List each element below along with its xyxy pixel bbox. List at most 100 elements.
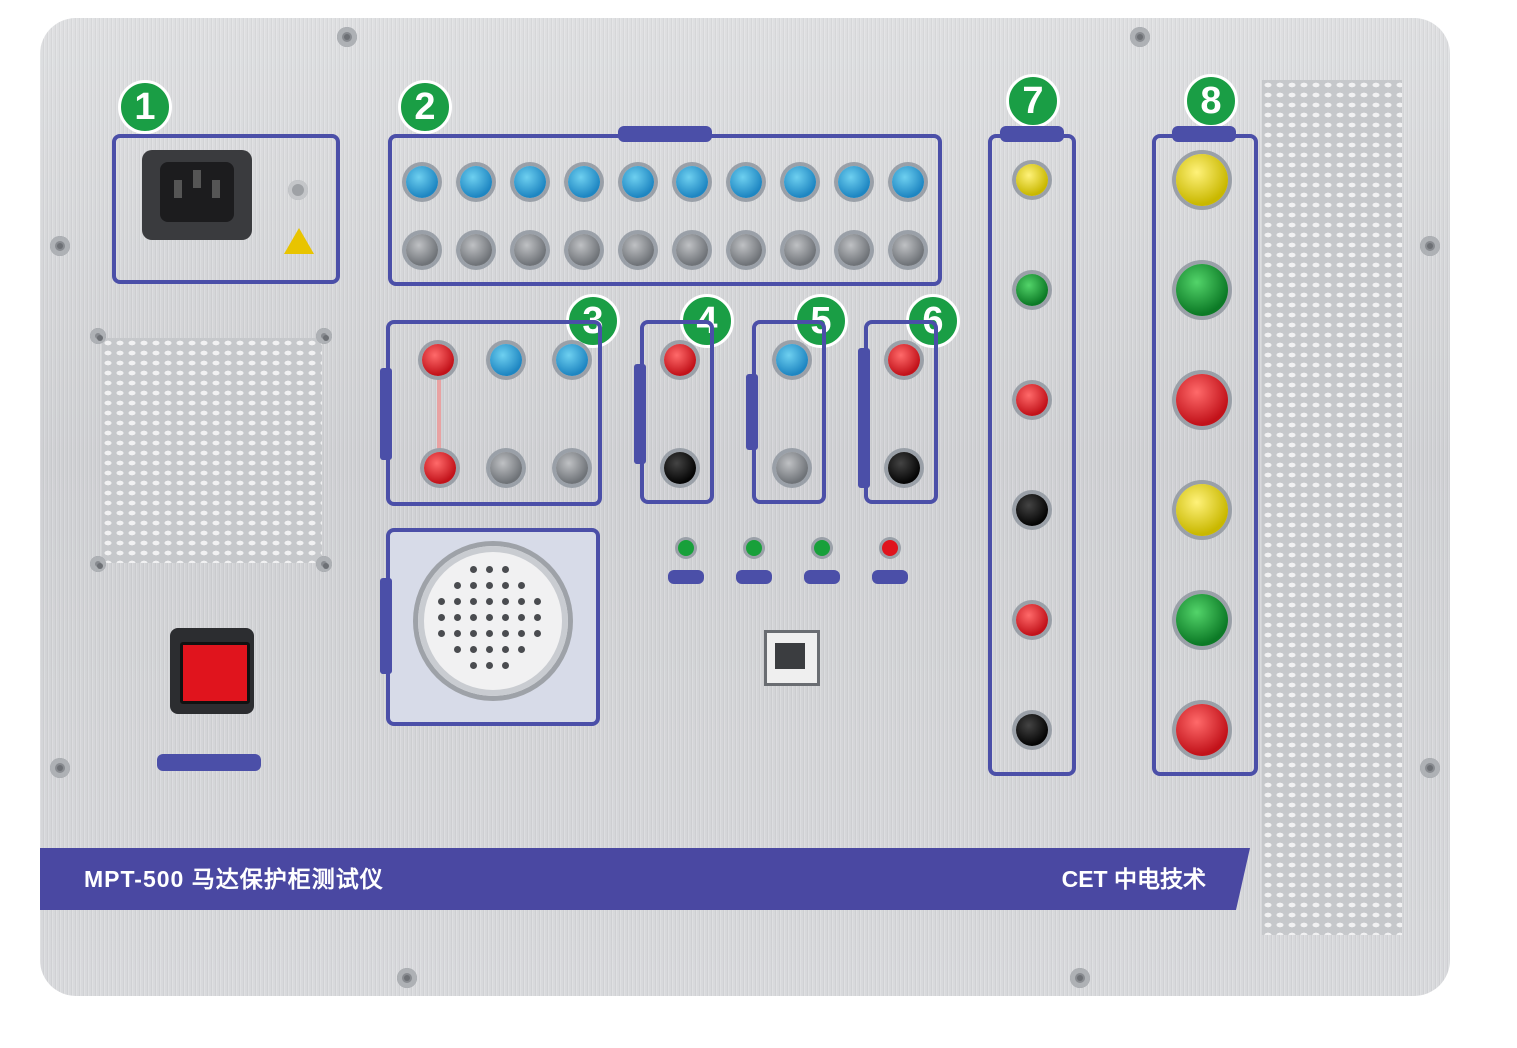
output-terminal[interactable] xyxy=(776,344,808,376)
binary-input-terminal[interactable] xyxy=(406,166,438,198)
connector-pin xyxy=(534,630,541,637)
connector-pin xyxy=(454,614,461,621)
connector-pin xyxy=(470,598,477,605)
binary-input-terminal[interactable] xyxy=(622,166,654,198)
ua-terminal[interactable] xyxy=(1016,164,1048,196)
screw-icon xyxy=(397,968,417,988)
section-header-strip xyxy=(1000,126,1064,142)
screw-icon xyxy=(1420,758,1440,778)
status-led xyxy=(882,540,898,556)
side-label-strip xyxy=(634,364,646,464)
vent-grille xyxy=(1262,80,1402,935)
connector-pin xyxy=(470,582,477,589)
section-badge-1: 1 xyxy=(118,80,172,134)
connector-pin xyxy=(470,662,477,669)
section-badge-8: 8 xyxy=(1184,74,1238,128)
aux-terminal[interactable] xyxy=(1016,604,1048,636)
screw-icon xyxy=(337,27,357,47)
input-terminal[interactable] xyxy=(556,452,588,484)
aux-neutral-terminal[interactable] xyxy=(1016,714,1048,746)
ethernet-port[interactable] xyxy=(764,630,820,686)
binary-input-terminal[interactable] xyxy=(514,166,546,198)
connector-pin xyxy=(486,566,493,573)
binary-output-terminal[interactable] xyxy=(730,234,762,266)
connector-pin xyxy=(454,598,461,605)
brand-logo: CET 中电技术 xyxy=(1061,866,1206,892)
connector-pin xyxy=(502,598,509,605)
tester-front-panel: 1 2 3 4 xyxy=(40,18,1450,996)
multi-pin-connector[interactable] xyxy=(418,546,568,696)
power-switch[interactable] xyxy=(170,628,254,714)
section-header-strip xyxy=(1172,126,1236,142)
binary-output-terminal[interactable] xyxy=(676,234,708,266)
connector-pin xyxy=(518,582,525,589)
section-current-output xyxy=(1152,126,1258,776)
binary-input-terminal[interactable] xyxy=(892,166,924,198)
un-terminal[interactable] xyxy=(1016,494,1048,526)
ia-terminal[interactable] xyxy=(1176,154,1228,206)
ac-power-socket[interactable] xyxy=(142,150,252,240)
side-label-strip xyxy=(746,374,758,450)
positive-terminal[interactable] xyxy=(664,344,696,376)
binary-input-terminal[interactable] xyxy=(730,166,762,198)
connector-pin xyxy=(438,614,445,621)
binary-output-terminal[interactable] xyxy=(838,234,870,266)
input-terminal[interactable] xyxy=(556,344,588,376)
screw-icon xyxy=(1420,236,1440,256)
binary-output-terminal[interactable] xyxy=(622,234,654,266)
binary-output-terminal[interactable] xyxy=(784,234,816,266)
ib-terminal[interactable] xyxy=(1176,264,1228,316)
binary-input-terminal[interactable] xyxy=(784,166,816,198)
section-voltage-output xyxy=(988,126,1076,776)
output-terminal[interactable] xyxy=(776,452,808,484)
ia-return-terminal[interactable] xyxy=(1176,484,1228,536)
ic-terminal[interactable] xyxy=(1176,374,1228,426)
section-header-strip xyxy=(618,126,712,142)
input-terminal[interactable] xyxy=(490,452,522,484)
connector-pin xyxy=(518,646,525,653)
screw-icon xyxy=(1070,968,1090,988)
binary-output-terminal[interactable] xyxy=(514,234,546,266)
binary-input-terminal[interactable] xyxy=(568,166,600,198)
connector-pin xyxy=(486,582,493,589)
binary-input-terminal[interactable] xyxy=(838,166,870,198)
model-banner: MPT-500 马达保护柜测试仪 CET 中电技术 xyxy=(40,848,1250,910)
section-binary-inputs xyxy=(380,320,602,506)
side-label-strip xyxy=(380,578,392,674)
status-led-label-strip xyxy=(804,570,840,584)
uc-terminal[interactable] xyxy=(1016,384,1048,416)
negative-terminal[interactable] xyxy=(664,452,696,484)
ic-return-terminal[interactable] xyxy=(1176,704,1228,756)
ub-terminal[interactable] xyxy=(1016,274,1048,306)
positive-terminal[interactable] xyxy=(888,344,920,376)
connector-pin xyxy=(502,662,509,669)
vent-grille xyxy=(102,338,322,563)
negative-terminal[interactable] xyxy=(888,452,920,484)
screw-icon xyxy=(316,556,332,572)
connector-pin xyxy=(454,630,461,637)
ib-return-terminal[interactable] xyxy=(1176,594,1228,646)
ground-screw-icon xyxy=(288,180,308,200)
connector-pin xyxy=(486,598,493,605)
connector-pin xyxy=(534,614,541,621)
binary-input-terminal[interactable] xyxy=(460,166,492,198)
binary-output-terminal[interactable] xyxy=(460,234,492,266)
section-relay-output xyxy=(746,320,826,504)
binary-output-terminal[interactable] xyxy=(568,234,600,266)
connector-pin xyxy=(454,646,461,653)
screw-icon xyxy=(50,236,70,256)
section-badge-7: 7 xyxy=(1006,74,1060,128)
status-led-label-strip xyxy=(668,570,704,584)
connector-pin xyxy=(502,630,509,637)
com-terminal-bottom[interactable] xyxy=(424,452,456,484)
com-terminal-top[interactable] xyxy=(422,344,454,376)
binary-input-terminal[interactable] xyxy=(676,166,708,198)
section-binary-io xyxy=(388,126,942,286)
connector-pin xyxy=(502,582,509,589)
screw-icon xyxy=(50,758,70,778)
connector-pin xyxy=(470,630,477,637)
binary-output-terminal[interactable] xyxy=(406,234,438,266)
binary-output-terminal[interactable] xyxy=(892,234,924,266)
input-terminal[interactable] xyxy=(490,344,522,376)
connector-pin xyxy=(454,582,461,589)
